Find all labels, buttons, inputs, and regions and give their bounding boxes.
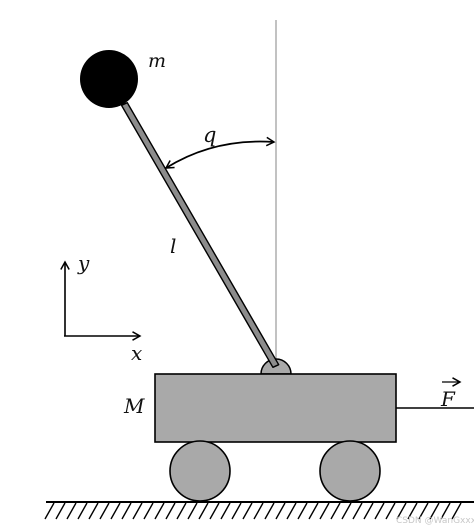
ground-hatch-line	[187, 502, 198, 520]
cart-body	[154, 373, 397, 443]
ground-hatch-line	[418, 502, 429, 520]
wheel-right	[319, 440, 381, 502]
ground-hatch-line	[286, 502, 297, 520]
ground-hatch-line	[319, 502, 330, 520]
ground-hatching	[44, 502, 462, 520]
pendulum-rod	[120, 101, 280, 368]
label-mass-cart: M	[123, 394, 145, 418]
ground-hatch-line	[220, 502, 231, 520]
ground-hatch-line	[176, 502, 187, 520]
label-axis-x: x	[131, 341, 142, 365]
label-mass-bob: m	[148, 50, 166, 72]
label-angle: q	[203, 123, 216, 147]
ground-hatch-line	[143, 502, 154, 520]
ground-hatch-line	[55, 502, 66, 520]
ground-hatch-line	[110, 502, 121, 520]
ground-hatch-line	[308, 502, 319, 520]
ground-hatch-line	[231, 502, 242, 520]
ground-hatch-line	[264, 502, 275, 520]
ground-hatch-line	[297, 502, 308, 520]
pendulum-bob	[80, 50, 138, 108]
ground-hatch-line	[341, 502, 352, 520]
ground-hatch-line	[165, 502, 176, 520]
ground-hatch-line	[154, 502, 165, 520]
ground-hatch-line	[429, 502, 440, 520]
label-length: l	[170, 234, 176, 258]
ground-hatch-line	[374, 502, 385, 520]
ground-hatch-line	[352, 502, 363, 520]
ground-hatch-line	[385, 502, 396, 520]
label-axis-y: y	[77, 251, 90, 275]
label-force: F	[440, 387, 456, 411]
ground-hatch-line	[121, 502, 132, 520]
ground-hatch-line	[396, 502, 407, 520]
ground-hatch-line	[44, 502, 55, 520]
ground-hatch-line	[407, 502, 418, 520]
angle-arc	[164, 136, 276, 169]
ground-hatch-line	[99, 502, 110, 520]
watermark-text: CSDN @WanGxxx	[396, 516, 474, 526]
ground-hatch-line	[363, 502, 374, 520]
ground-hatch-line	[440, 502, 451, 520]
ground-hatch-line	[253, 502, 264, 520]
ground-hatch-line	[242, 502, 253, 520]
ground-hatch-line	[77, 502, 88, 520]
ground-hatch-line	[132, 502, 143, 520]
ground-hatch-line	[330, 502, 341, 520]
ground-hatch-line	[275, 502, 286, 520]
ground-hatch-line	[451, 502, 462, 520]
ground-hatch-line	[88, 502, 99, 520]
ground-hatch-line	[66, 502, 77, 520]
wheel-left	[169, 440, 231, 502]
ground-hatch-line	[198, 502, 209, 520]
ground-hatch-line	[209, 502, 220, 520]
